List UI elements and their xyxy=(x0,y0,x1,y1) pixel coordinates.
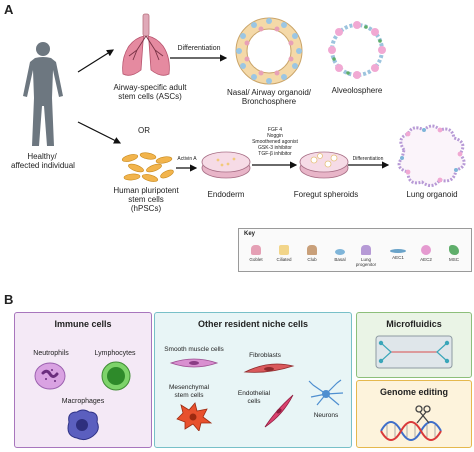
microfluidic-chip-icon xyxy=(375,335,453,369)
neurons-label: Neurons xyxy=(313,412,339,419)
genome-editing-title: Genome editing xyxy=(379,387,448,397)
panel-b-letter: B xyxy=(4,292,14,307)
cell-key: Key Goblet Ciliated Club Basal Lung prog… xyxy=(238,228,472,272)
key-item-label: Basal xyxy=(334,257,346,262)
lungs-icon xyxy=(122,13,170,76)
mesenchymal-stem-cell-icon xyxy=(176,402,213,431)
aec1-cell-icon xyxy=(390,249,406,253)
alveolosphere-label: Alveolosphere xyxy=(331,86,383,95)
key-item-basal: Basal xyxy=(327,245,353,269)
key-item-msc: MSC xyxy=(441,245,467,269)
msc-cell-icon xyxy=(449,245,459,255)
key-item-goblet: Goblet xyxy=(243,245,269,269)
ciliated-cell-icon xyxy=(279,245,289,255)
key-item-label: MSC xyxy=(449,257,459,262)
club-cell-icon xyxy=(307,245,317,255)
smooth-muscle-label: Smooth muscle cells xyxy=(164,346,224,353)
mesenchymal-label-1: Mesenchymal xyxy=(168,384,210,391)
or-label: OR xyxy=(138,126,150,135)
lung-progenitor-cell-icon xyxy=(361,245,371,255)
organoid-label-1: Nasal/ Airway organoid/ xyxy=(226,88,312,97)
hpsc-label-1: Human pluripotent xyxy=(113,186,179,195)
panel-a-letter: A xyxy=(4,2,14,17)
fibroblast-icon xyxy=(243,363,295,373)
basal-cell-icon xyxy=(335,249,345,255)
neutrophil-icon xyxy=(34,362,66,390)
asc-label-1: Airway-specific adult xyxy=(113,83,187,92)
alveolosphere-icon xyxy=(328,21,386,79)
key-item-label: Goblet xyxy=(249,257,263,262)
panel-a-arrows xyxy=(77,49,390,172)
activin-label: Activin A xyxy=(177,156,197,162)
key-item-label: Lung progenitor xyxy=(355,257,377,267)
niche-cells-panel: Other resident niche cells Smooth muscle… xyxy=(154,312,352,448)
organoid-label-2: Bronchosphere xyxy=(241,97,297,106)
macrophage-icon xyxy=(67,409,99,441)
neuron-icon xyxy=(308,379,344,406)
immune-cells-panel: Immune cells Neutrophils Lymphocytes Mac… xyxy=(14,312,152,448)
endothelial-cell-icon xyxy=(264,394,294,428)
foregut-label: Foregut spheroids xyxy=(293,190,359,199)
factor-item: TGF-β inhibitor xyxy=(258,151,292,157)
differentiation-label-2: Differentiation xyxy=(352,156,384,162)
lymphocyte-icon xyxy=(101,361,131,391)
aec2-cell-icon xyxy=(421,245,431,255)
genome-editing-panel: Genome editing xyxy=(356,380,472,448)
hpsc-cells-icon xyxy=(121,152,174,182)
niche-cells-title: Other resident niche cells xyxy=(197,319,309,329)
key-title: Key xyxy=(244,231,256,237)
goblet-cell-icon xyxy=(251,245,261,255)
endoderm-label: Endoderm xyxy=(207,190,245,199)
person-label-2: affected individual xyxy=(11,161,75,170)
person-label-1: Healthy/ xyxy=(27,152,57,161)
key-item-aec2: AEC2 xyxy=(413,245,439,269)
key-item-ciliated: Ciliated xyxy=(271,245,297,269)
hpsc-label-2: stem cells xyxy=(128,195,164,204)
key-item-aec1: AEC1 xyxy=(385,245,411,269)
lymphocytes-label: Lymphocytes xyxy=(94,350,136,357)
factor-list: FGF 4 Noggin Smoothened agonist GSK-3 in… xyxy=(246,127,304,157)
lung-organoid-icon xyxy=(397,124,466,187)
airway-organoid-icon xyxy=(235,17,303,85)
human-figure-icon xyxy=(23,42,63,146)
neutrophils-label: Neutrophils xyxy=(33,350,69,357)
asc-label-2: stem cells (ASCs) xyxy=(118,92,182,101)
hpsc-label-3: (hPSCs) xyxy=(130,204,162,213)
factor-item: Noggin xyxy=(267,133,283,139)
foregut-dish-icon xyxy=(299,151,349,179)
lung-organoid-label: Lung organoid xyxy=(406,190,458,199)
macrophages-label: Macrophages xyxy=(61,398,105,405)
microfluidics-panel: Microfluidics xyxy=(356,312,472,378)
fibroblasts-label: Fibroblasts xyxy=(249,352,281,359)
factor-item: Smoothened agonist xyxy=(252,139,298,145)
factor-item: FGF 4 xyxy=(267,127,283,133)
key-item-label: Club xyxy=(307,257,317,262)
dna-scissors-icon xyxy=(380,405,442,441)
mesenchymal-label-2: stem cells xyxy=(174,392,204,399)
key-item-label: Ciliated xyxy=(276,257,292,262)
immune-cells-title: Immune cells xyxy=(54,319,112,329)
factor-item: GSK-3 inhibitor xyxy=(258,145,292,151)
smooth-muscle-cell-icon xyxy=(169,358,219,368)
key-item-label: AEC2 xyxy=(420,257,432,262)
endothelial-label-2: cells xyxy=(247,398,261,405)
differentiation-label-1: Differentiation xyxy=(177,45,221,52)
endoderm-dish-icon xyxy=(201,151,251,179)
key-item-club: Club xyxy=(299,245,325,269)
key-item-label: AEC1 xyxy=(392,255,404,260)
endothelial-label-1: Endothelial xyxy=(237,390,271,397)
key-item-lung-progenitor: Lung progenitor xyxy=(353,245,379,269)
microfluidics-title: Microfluidics xyxy=(386,319,442,329)
